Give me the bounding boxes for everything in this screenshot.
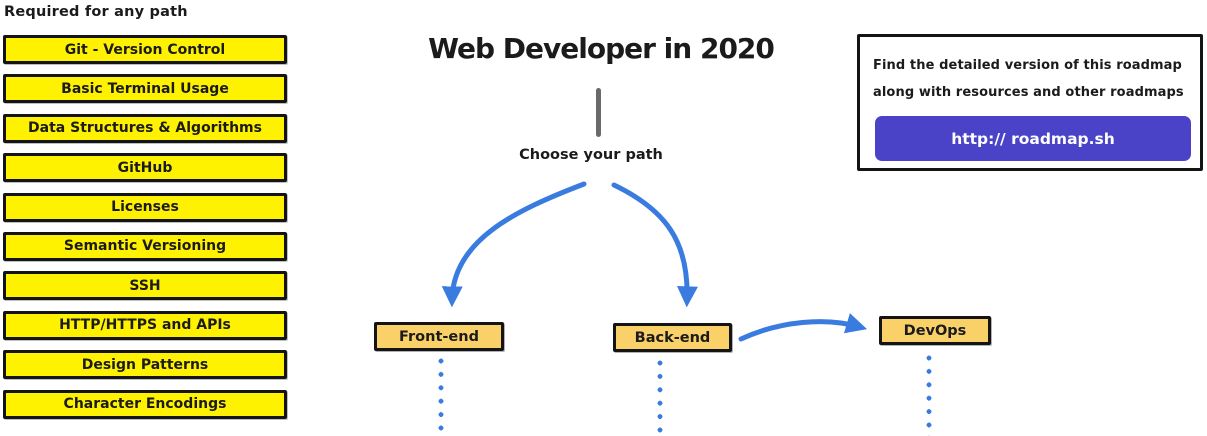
topic-http-apis[interactable]: HTTP/HTTPS and APIs [3, 310, 287, 340]
info-text-line1: Find the detailed version of this roadma… [873, 58, 1182, 73]
node-devops[interactable]: DevOps [879, 316, 991, 345]
roadmap-sh-link-label: http:// roadmap.sh [951, 129, 1115, 148]
required-panel: Git - Version Control Basic Terminal Usa… [3, 35, 287, 419]
topic-semantic-versioning[interactable]: Semantic Versioning [3, 231, 287, 261]
dotted-connector-devops [926, 352, 932, 436]
topic-ssh[interactable]: SSH [3, 271, 287, 301]
node-back-end-label: Back-end [634, 329, 711, 346]
title-divider-line [596, 88, 601, 137]
topic-terminal[interactable]: Basic Terminal Usage [3, 74, 287, 104]
arrow-to-front-end [441, 181, 587, 308]
dotted-connector-back-end [657, 357, 663, 436]
node-devops-label: DevOps [903, 322, 967, 339]
node-front-end[interactable]: Front-end [374, 322, 504, 351]
topic-licenses[interactable]: Licenses [3, 192, 287, 222]
node-back-end[interactable]: Back-end [613, 323, 732, 352]
roadmap-sh-link-button[interactable]: http:// roadmap.sh [875, 116, 1191, 161]
topic-design-patterns[interactable]: Design Patterns [3, 350, 287, 380]
page-title: Web Developer in 2020 [428, 32, 775, 65]
node-front-end-label: Front-end [399, 328, 479, 345]
choose-your-path-label: Choose your path [519, 147, 663, 163]
topic-data-structures[interactable]: Data Structures & Algorithms [3, 113, 287, 143]
info-text-line2: along with resources and other roadmaps [873, 85, 1184, 100]
topic-github[interactable]: GitHub [3, 153, 287, 183]
required-panel-heading: Required for any path [4, 4, 188, 20]
arrow-to-back-end [611, 182, 698, 308]
dotted-connector-front-end [438, 355, 444, 436]
topic-character-encodings[interactable]: Character Encodings [3, 389, 287, 419]
topic-git[interactable]: Git - Version Control [3, 35, 287, 64]
arrow-back-end-to-devops [738, 313, 868, 342]
roadmap-info-box: Find the detailed version of this roadma… [857, 34, 1203, 171]
